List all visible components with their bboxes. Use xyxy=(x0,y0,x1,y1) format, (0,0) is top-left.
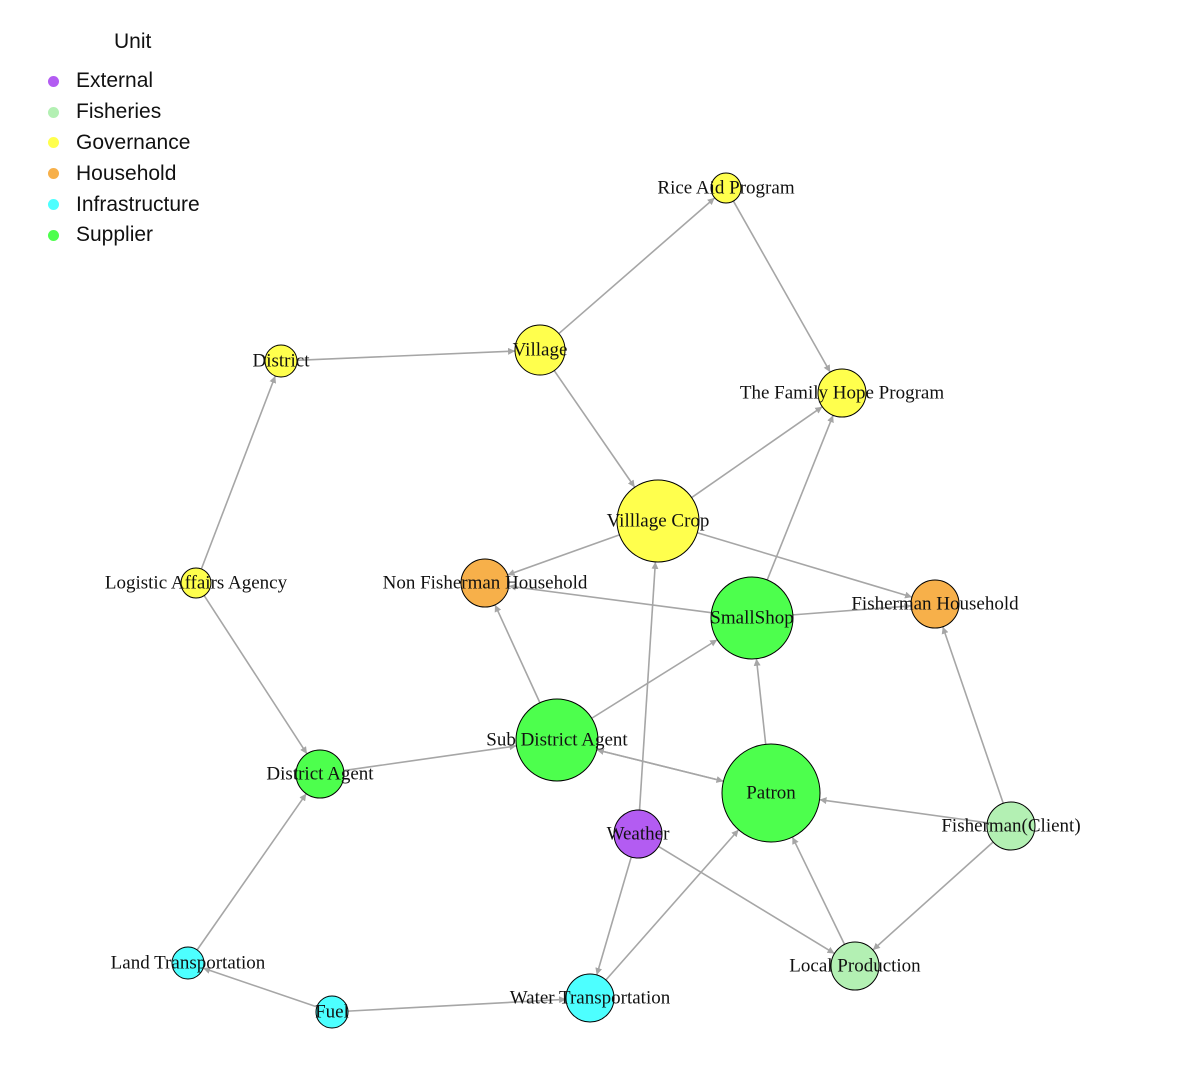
node-patron xyxy=(721,743,821,843)
node-subagent xyxy=(515,698,599,782)
edge-layer xyxy=(196,197,1004,1012)
node-label-patron: Patron xyxy=(746,783,796,804)
node-watertrans xyxy=(565,973,615,1023)
node-label-fuel: Fuel xyxy=(315,1002,349,1023)
edge-shop-to-family xyxy=(766,414,834,581)
node-distagent xyxy=(295,749,345,799)
node-shop xyxy=(710,576,794,660)
node-label-logistic: Logistic Affairs Agency xyxy=(105,573,288,594)
edge-client-to-patron xyxy=(819,797,988,824)
node-weather xyxy=(613,809,663,859)
node-village xyxy=(514,324,566,376)
node-client xyxy=(986,801,1036,851)
legend-label: Infrastructure xyxy=(76,192,200,216)
node-district xyxy=(264,344,298,378)
edge-shop-to-fishhh xyxy=(792,602,912,616)
node-label-nonfish: Non Fisherman Household xyxy=(383,573,588,594)
node-localprod xyxy=(830,941,880,991)
edge-district-to-village xyxy=(296,347,516,362)
edge-crop-to-family xyxy=(691,406,823,499)
edge-patron-to-shop xyxy=(753,658,767,745)
node-fuel xyxy=(315,995,349,1029)
node-label-landtrans: Land Transportation xyxy=(111,953,266,974)
legend-label: Fisheries xyxy=(76,100,162,124)
node-label-client: Fisherman(Client) xyxy=(941,816,1080,837)
edge-subagent-to-shop xyxy=(591,639,718,719)
edge-logistic-to-district xyxy=(200,375,277,570)
node-label-weather: Weather xyxy=(607,824,670,845)
edge-logistic-to-distagent xyxy=(203,595,308,755)
edge-localprod-to-patron xyxy=(791,836,846,945)
fisheries-color-dot xyxy=(48,106,59,118)
legend-title: Unit xyxy=(114,30,152,53)
supplier-color-dot xyxy=(48,229,59,241)
edge-distagent-to-subagent xyxy=(343,743,517,772)
edge-rice-to-family xyxy=(732,200,831,373)
legend-item-external: External xyxy=(40,66,200,97)
node-label-subagent: Sub District Agent xyxy=(486,730,628,751)
infrastructure-color-dot xyxy=(48,199,59,211)
node-nonfish xyxy=(460,558,510,608)
legend-label: External xyxy=(76,69,154,93)
node-family xyxy=(817,368,867,418)
legend-item-infrastructure: Infrastructure xyxy=(40,189,200,220)
node-label-district: District xyxy=(253,351,311,372)
legend-item-supplier: Supplier xyxy=(40,220,200,251)
edge-fuel-to-landtrans xyxy=(202,967,318,1008)
node-label-watertrans: Water Transportation xyxy=(510,988,671,1009)
edge-village-to-rice xyxy=(558,197,716,335)
node-label-crop: Villlage Crop xyxy=(607,511,710,532)
node-fishhh xyxy=(910,579,960,629)
node-label-shop: SmallShop xyxy=(710,608,793,629)
external-color-dot xyxy=(48,75,59,87)
node-label-fishhh: Fisherman Household xyxy=(851,594,1019,615)
edge-fuel-to-watertrans xyxy=(347,996,567,1012)
household-color-dot xyxy=(48,168,59,180)
legend-item-household: Household xyxy=(40,158,200,189)
node-label-village: Village xyxy=(513,340,568,361)
edge-landtrans-to-distagent xyxy=(196,793,307,951)
edge-watertrans-to-patron xyxy=(605,829,740,981)
edge-shop-to-nonfish xyxy=(508,583,712,614)
edge-village-to-crop xyxy=(553,370,636,488)
legend-item-governance: Governance xyxy=(40,128,200,159)
node-label-localprod: Local Production xyxy=(789,956,921,977)
legend-label: Supplier xyxy=(76,223,154,247)
edge-weather-to-crop xyxy=(638,561,659,811)
node-layer xyxy=(171,172,1036,1029)
legend: Unit External Fisheries Governance House… xyxy=(40,30,200,251)
node-rice xyxy=(710,172,742,204)
edge-weather-to-localprod xyxy=(658,845,835,955)
node-label-distagent: District Agent xyxy=(266,764,374,785)
node-label-family: The Family Hope Program xyxy=(740,383,944,404)
node-label-rice: Rice Aid Program xyxy=(657,178,794,199)
edge-client-to-fishhh xyxy=(941,626,1004,804)
legend-label: Household xyxy=(76,161,177,185)
legend-item-fisheries: Fisheries xyxy=(40,97,200,128)
edge-weather-to-watertrans xyxy=(595,856,633,976)
governance-color-dot xyxy=(48,137,59,149)
node-landtrans xyxy=(171,946,205,980)
node-logistic xyxy=(180,567,212,599)
edge-crop-to-nonfish xyxy=(507,534,620,576)
edge-subagent-to-nonfish xyxy=(494,604,541,704)
edge-patron-to-subagent xyxy=(596,748,724,782)
node-crop xyxy=(616,479,700,563)
edge-crop-to-fishhh xyxy=(697,532,913,599)
edge-client-to-localprod xyxy=(872,841,994,951)
legend-label: Governance xyxy=(76,130,191,154)
